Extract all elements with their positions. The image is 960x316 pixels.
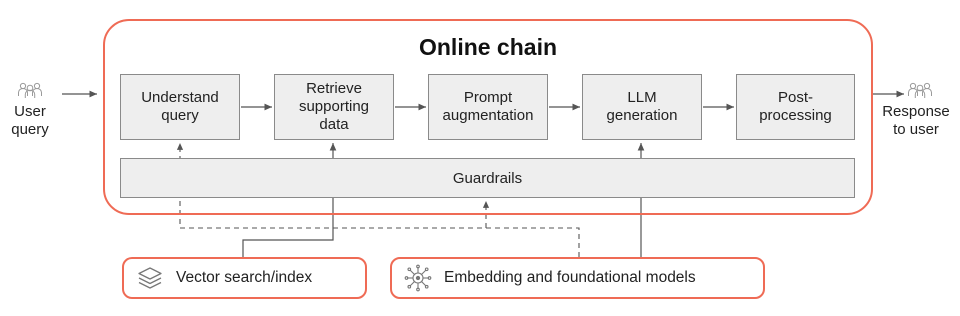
embedding-models-label: Embedding and foundational models — [444, 269, 696, 286]
guardrails-box: Guardrails — [120, 158, 855, 198]
embedding-models-box: Embedding and foundational models — [390, 257, 765, 299]
chain-title: Online chain — [418, 34, 558, 60]
vector-search-box: Vector search/index — [122, 257, 367, 299]
users-icon — [908, 82, 932, 98]
layers-icon — [138, 267, 162, 289]
vector-search-label: Vector search/index — [176, 269, 313, 286]
neural-network-icon — [404, 264, 432, 292]
step-post-processing: Post-processing — [736, 74, 855, 140]
users-icon — [18, 82, 42, 98]
online-chain-container — [103, 19, 873, 215]
